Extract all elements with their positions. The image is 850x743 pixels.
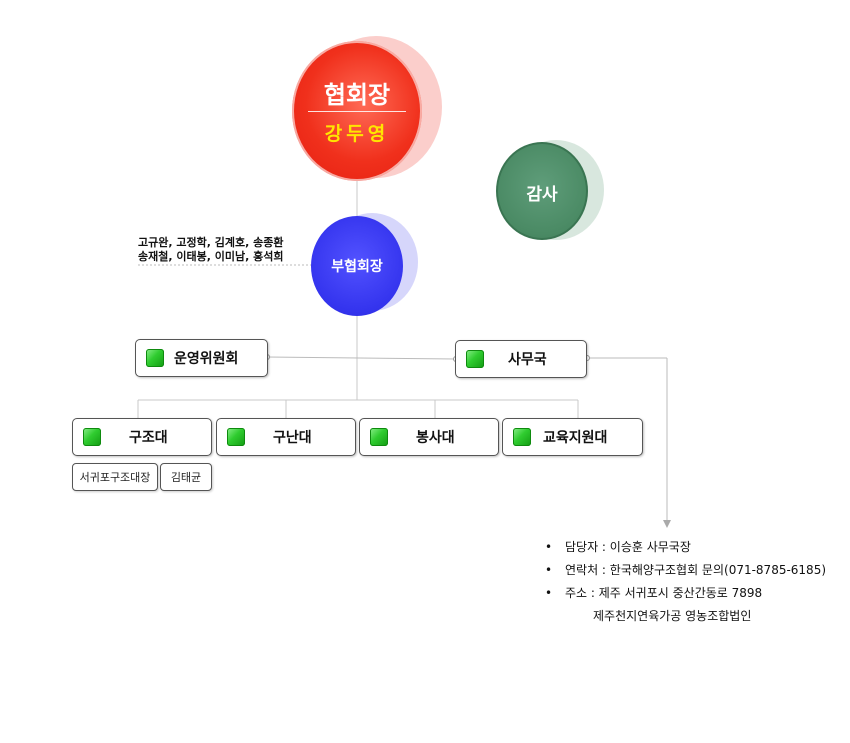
division-label: 교육지원대 [543,430,608,446]
green-square-icon [83,428,101,446]
division-label: 봉사대 [416,430,455,446]
president-name: 강두영 [324,123,390,145]
vice-president-members: 고규완, 고정학, 김계호, 송종환 송재철, 이태봉, 이미남, 홍석희 [138,236,283,264]
contact-address: 주소 : 제주 서귀포시 중산간동로 7898 [565,586,763,600]
contact-address-row: • 주소 : 제주 서귀포시 중산간동로 7898 [541,582,826,605]
division-box-service[interactable]: 봉사대 [359,418,499,456]
bullet: • [545,586,553,600]
division-box-education[interactable]: 교육지원대 [502,418,643,456]
rescue-sub-role[interactable]: 서귀포구조대장 [72,463,158,491]
contact-manager-row: • 담당자 : 이승훈 사무국장 [541,536,826,559]
bullet: • [545,563,553,577]
auditor-circle[interactable]: 감사 [496,142,588,240]
green-square-icon [513,428,531,446]
committee-box[interactable]: 운영위원회 [135,339,268,377]
division-label: 구난대 [273,430,312,446]
president-circle[interactable]: 협회장 강두영 [292,41,422,181]
green-square-icon [466,350,484,368]
division-box-rescue[interactable]: 구조대 [72,418,212,456]
vice-president-circle[interactable]: 부협회장 [311,216,403,316]
members-line-2: 송재철, 이태봉, 이미남, 홍석희 [138,250,284,263]
contact-phone-row: • 연락처 : 한국해양구조협회 문의(071-8785-6185) [541,559,826,582]
president-title: 협회장 [323,81,391,109]
members-line-1: 고규완, 고정학, 김계호, 송종환 [138,236,284,249]
division-box-salvage[interactable]: 구난대 [216,418,356,456]
division-label: 구조대 [129,430,168,446]
green-square-icon [370,428,388,446]
rescue-sub-name[interactable]: 김태균 [160,463,212,491]
bullet: • [545,540,553,554]
auditor-title: 감사 [526,185,558,205]
secretariat-box[interactable]: 사무국 [455,340,587,378]
contact-address-line2: 제주천지연육가공 영농조합법인 [593,609,752,623]
contact-manager: 담당자 : 이승훈 사무국장 [565,540,691,554]
contact-phone: 연락처 : 한국해양구조협회 문의(071-8785-6185) [565,563,827,577]
green-square-icon [146,349,164,367]
president-divider [308,111,406,112]
contact-info: • 담당자 : 이승훈 사무국장 • 연락처 : 한국해양구조협회 문의(071… [541,536,826,628]
vice-president-title: 부협회장 [331,259,383,275]
secretariat-label: 사무국 [508,352,547,368]
green-square-icon [227,428,245,446]
committee-label: 운영위원회 [174,351,239,367]
